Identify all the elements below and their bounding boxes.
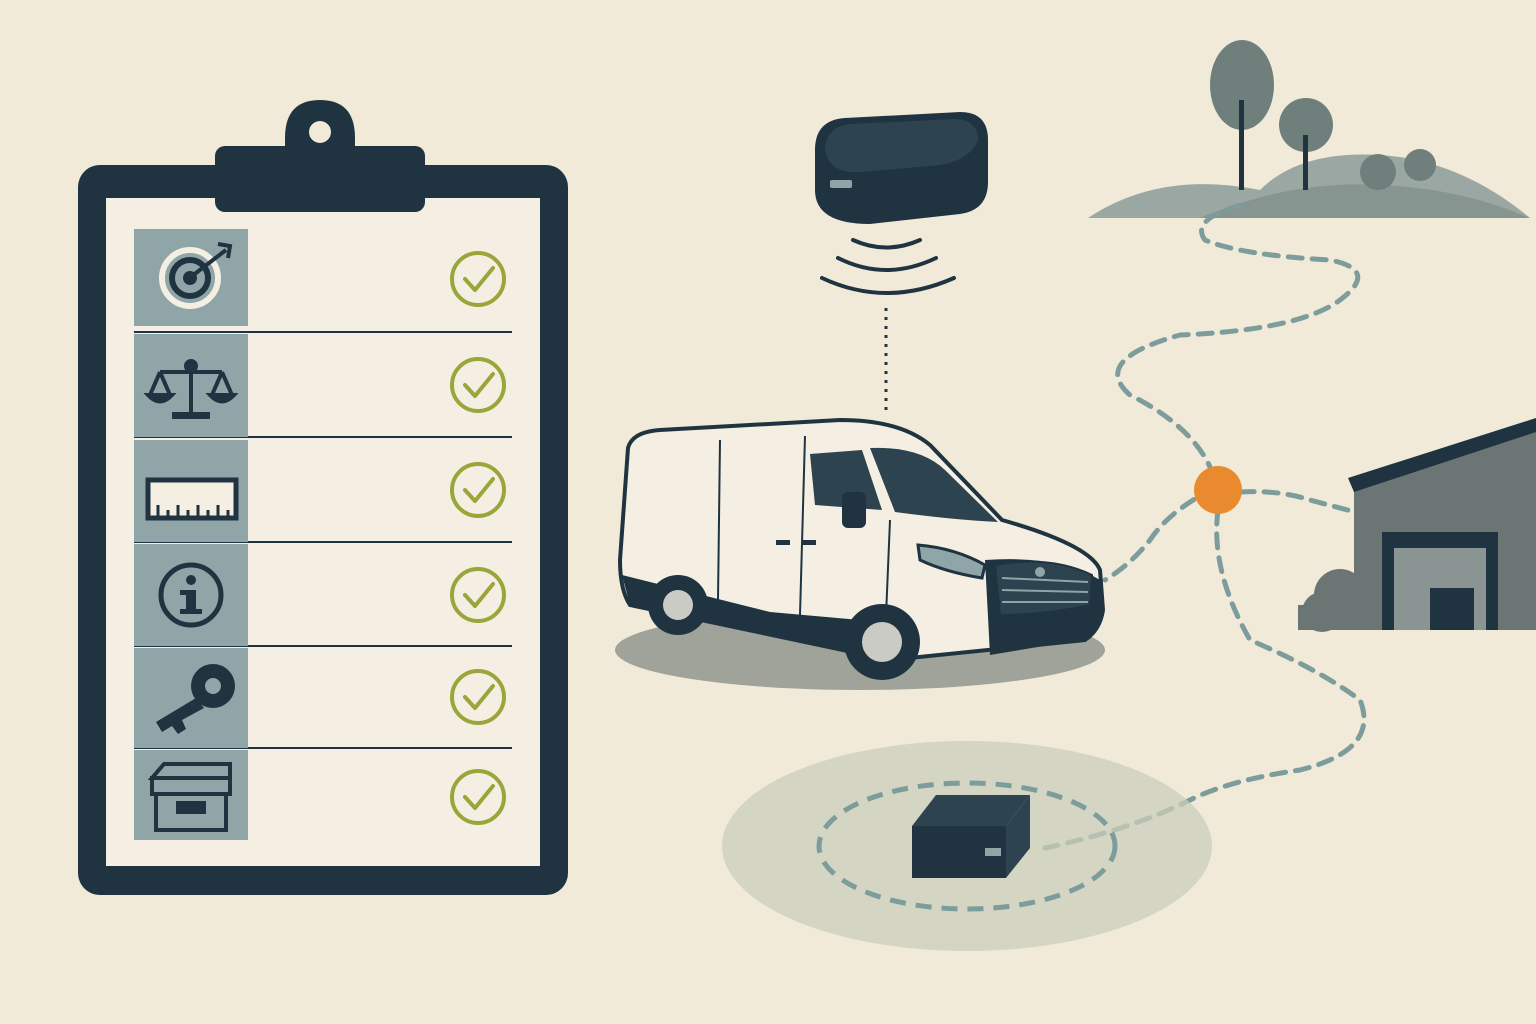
scales-icon xyxy=(143,359,239,419)
check-marks xyxy=(450,251,506,825)
check-icon xyxy=(450,769,506,825)
wheel xyxy=(648,575,708,635)
key-icon xyxy=(156,664,235,734)
info-icon xyxy=(158,562,224,628)
delivery-van xyxy=(615,417,1106,690)
target-icon xyxy=(159,242,233,309)
wheel xyxy=(844,604,920,680)
ruler-icon xyxy=(145,477,239,521)
countryside-hills xyxy=(1088,40,1530,218)
package-box xyxy=(912,795,1030,878)
check-icon xyxy=(450,462,506,518)
bush-icon xyxy=(1360,149,1436,190)
bush-icon xyxy=(1298,569,1366,632)
archive-box-icon xyxy=(147,762,232,832)
tree-icon xyxy=(1210,40,1274,190)
check-icon xyxy=(450,567,506,623)
tree-icon xyxy=(1279,98,1333,190)
signal-waves xyxy=(820,238,956,295)
gps-tracker-device xyxy=(815,112,988,224)
check-icon xyxy=(450,357,506,413)
check-icon xyxy=(450,669,506,725)
route-path xyxy=(1042,202,1367,851)
clipboard-clip xyxy=(215,100,425,212)
warehouse-building xyxy=(1298,418,1536,632)
clipboard xyxy=(78,100,568,895)
check-icon xyxy=(450,251,506,307)
location-marker xyxy=(1194,466,1242,514)
